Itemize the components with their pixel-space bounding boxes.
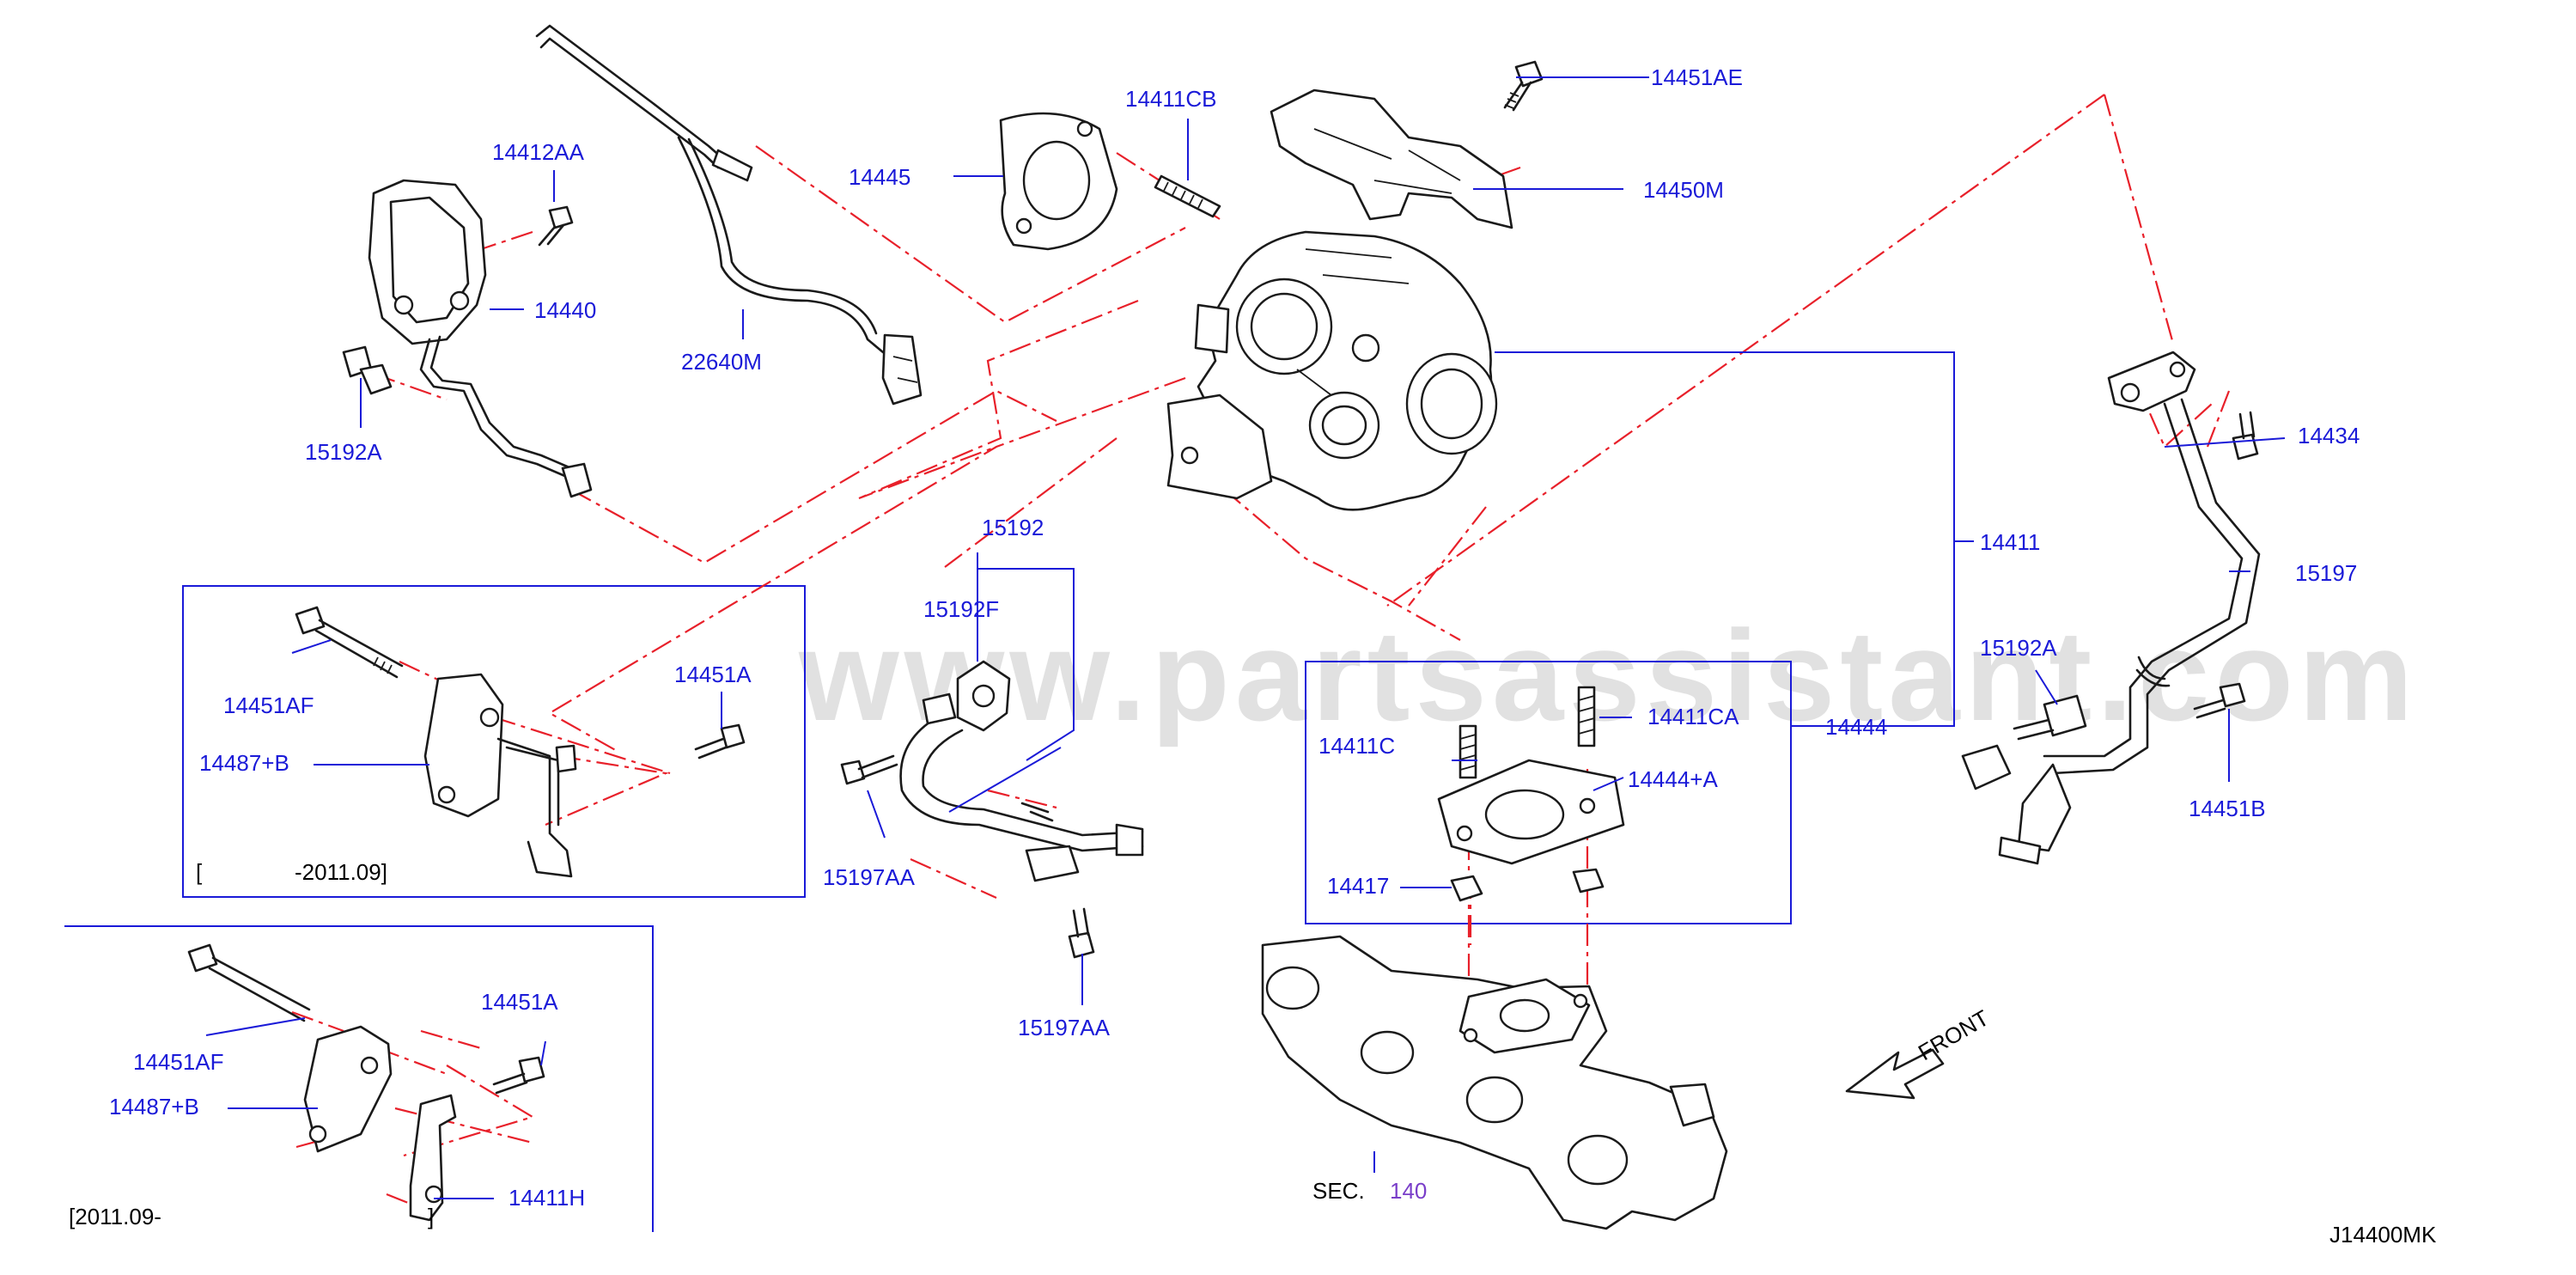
label-14417: 14417 xyxy=(1327,873,1389,899)
inset-frame-post-2011 xyxy=(64,925,654,1232)
oil-pipe-15197 xyxy=(1961,351,2261,865)
label-14411ca: 14411CA xyxy=(1647,704,1739,729)
label-14444a: 14444+A xyxy=(1628,766,1718,792)
turbocharger-14411 xyxy=(1166,230,1498,511)
label-15192a-left: 15192A xyxy=(305,439,382,465)
label-14411cb: 14411CB xyxy=(1125,86,1217,112)
oil-feed-tube-15192 xyxy=(899,660,1144,882)
label-14451a-top: 14451A xyxy=(674,662,752,687)
label-14451af-bottom: 14451AF xyxy=(133,1049,224,1075)
inset-bottom-date-close: ] xyxy=(428,1204,434,1229)
bolt-14451ae xyxy=(1503,60,1544,112)
label-14487b-top: 14487+B xyxy=(199,750,289,776)
label-15197: 15197 xyxy=(2295,560,2357,586)
front-arrow-icon xyxy=(1845,1048,1945,1100)
inset-top-date-open: [ xyxy=(196,859,203,885)
bolt-14412aa xyxy=(538,205,574,247)
banjo-bolt-15192a-right xyxy=(2013,694,2087,741)
section-ref-number: 140 xyxy=(1390,1178,1427,1204)
label-14487b-bottom: 14487+B xyxy=(109,1094,199,1119)
inset-frame-pre-2011 xyxy=(182,585,806,898)
label-14444: 14444 xyxy=(1825,714,1887,740)
sensor-22640m xyxy=(535,24,923,406)
label-14412aa: 14412AA xyxy=(492,139,585,165)
bolt-15197aa-bottom xyxy=(1068,907,1095,959)
label-14451af-top: 14451AF xyxy=(223,692,314,718)
inset-top-date-range: -2011.09] xyxy=(295,859,387,885)
label-14411c: 14411C xyxy=(1318,733,1395,759)
label-14451b: 14451B xyxy=(2189,796,2266,821)
bolt-15197aa-left xyxy=(840,754,898,785)
inset-bottom-parts xyxy=(187,943,545,1222)
exhaust-manifold-sec140 xyxy=(1261,935,1728,1230)
section-ref-prefix: SEC. xyxy=(1312,1178,1365,1204)
banjo-bolt-15192a-left xyxy=(342,345,593,498)
label-15192f: 15192F xyxy=(923,596,999,622)
gasket-kit-14444 xyxy=(1437,686,1625,902)
label-14451ae: 14451AE xyxy=(1651,64,1743,90)
bolt-14434 xyxy=(2232,411,2259,461)
label-14440: 14440 xyxy=(534,297,596,323)
gasket-14445 xyxy=(999,112,1118,251)
heat-shield-14450m xyxy=(1270,88,1513,229)
inset-top-parts xyxy=(295,606,746,878)
watermark-text: www.partsassistant.com xyxy=(798,603,2418,747)
bolt-14451b xyxy=(2193,682,2246,719)
label-22640m: 22640M xyxy=(681,349,762,375)
inset-bottom-date-range: [2011.09- xyxy=(69,1204,161,1229)
label-14411: 14411 xyxy=(1980,529,2040,555)
label-14450m: 14450M xyxy=(1643,177,1724,203)
stud-14411cb xyxy=(1154,174,1221,218)
label-15192: 15192 xyxy=(982,515,1044,540)
label-14411h: 14411H xyxy=(509,1185,585,1211)
front-label: FRONT xyxy=(1914,1004,1994,1065)
leader-lines xyxy=(205,76,2286,1199)
actuator-14440 xyxy=(368,179,573,479)
label-15192a-right: 15192A xyxy=(1980,635,2057,661)
label-15197aa-bottom: 15197AA xyxy=(1018,1015,1111,1040)
gasket-kit-frame xyxy=(1305,661,1792,924)
diagram-code: J14400MK xyxy=(2329,1222,2437,1248)
label-14434: 14434 xyxy=(2298,423,2360,448)
label-15197aa-left: 15197AA xyxy=(823,864,916,890)
label-14445: 14445 xyxy=(849,164,910,190)
label-14451a-bottom: 14451A xyxy=(481,989,558,1015)
